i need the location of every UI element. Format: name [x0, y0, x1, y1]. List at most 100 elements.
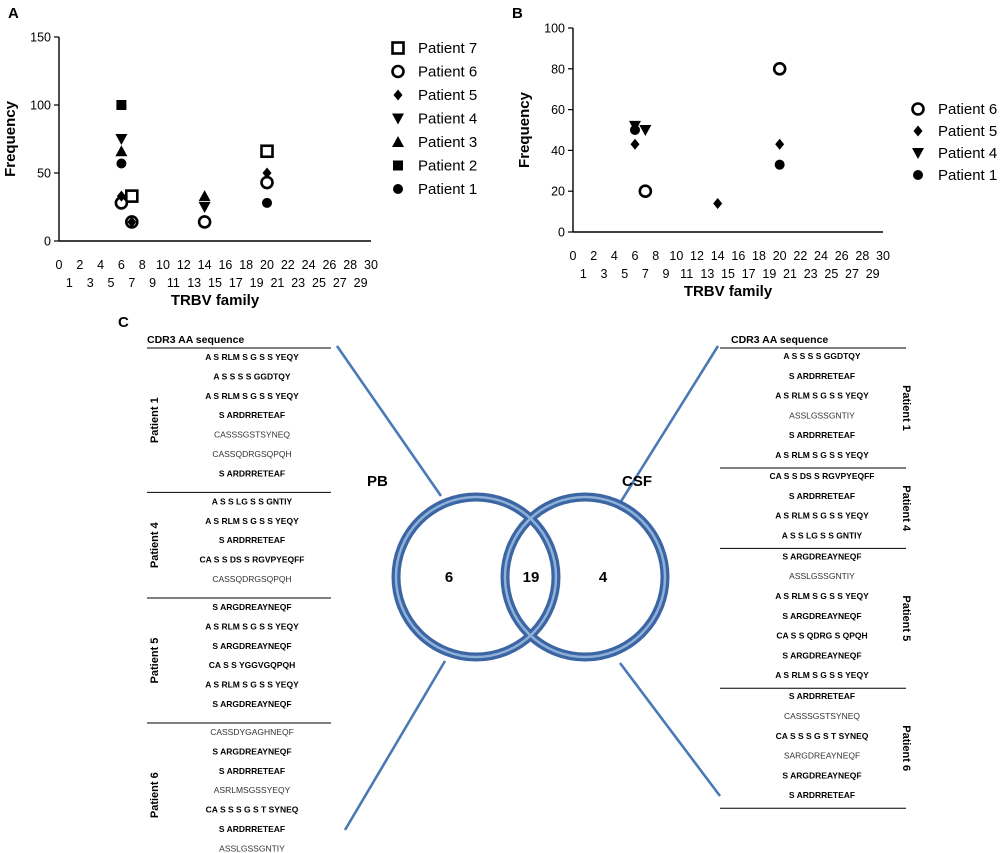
x-tick-label: 21 — [783, 267, 797, 281]
x-tick-label: 17 — [229, 276, 243, 290]
y-tick-label: 80 — [551, 62, 565, 76]
cdr3-sequence: S ARDRRETEAF — [219, 410, 285, 420]
x-tick-label: 7 — [128, 276, 135, 290]
legend-marker — [393, 184, 403, 194]
legend-marker — [392, 113, 404, 125]
x-tick-label: 26 — [322, 258, 336, 272]
x-tick-label: 9 — [663, 267, 670, 281]
data-point — [639, 125, 652, 136]
data-point — [630, 138, 640, 150]
y-axis-label: Frequency — [2, 100, 19, 177]
patient-label: Patient 5 — [900, 595, 912, 641]
data-point — [630, 125, 640, 135]
cdr3-sequence: S ARGDREAYNEQF — [782, 611, 861, 621]
patient-group: A S S LG S S GNTIY A S RLM S G S S YEQY S … — [149, 496, 305, 584]
x-tick-label: 11 — [167, 276, 180, 290]
data-point — [116, 190, 126, 202]
x-tick-label: 23 — [804, 267, 818, 281]
x-tick-label: 25 — [312, 276, 326, 290]
x-tick-label: 8 — [652, 249, 659, 263]
data-point — [127, 216, 137, 228]
cdr3-sequence: CASSQDRGSQPQH — [212, 449, 291, 459]
cdr3-sequence: A S RLM S G S S YEQY — [205, 680, 299, 690]
x-tick-label: 18 — [239, 258, 253, 272]
x-tick-label: 22 — [281, 258, 295, 272]
x-tick-label: 10 — [156, 258, 170, 272]
data-point — [638, 184, 653, 198]
x-tick-label: 20 — [773, 249, 787, 263]
patient-label: Patient 6 — [900, 725, 912, 771]
legend-marker — [391, 64, 405, 79]
cdr3-sequence: A S S LG S S GNTIY — [212, 496, 293, 506]
x-tick-label: 16 — [731, 249, 745, 263]
venn-count-csf-only: 4 — [599, 569, 608, 586]
data-point — [772, 62, 787, 76]
cdr3-sequence: SARGDREAYNEQF — [784, 751, 860, 761]
cdr3-sequence: S ARDRRETEAF — [219, 766, 285, 776]
cdr3-sequence: ASSLGSSGNTIY — [789, 410, 855, 420]
venn-label-pb: PB — [367, 473, 388, 490]
y-tick-label: 0 — [558, 226, 565, 240]
data-point — [125, 189, 139, 203]
cdr3-sequence: S ARDRRETEAF — [789, 430, 855, 440]
cdr3-sequence: S ARGDREAYNEQF — [212, 746, 291, 756]
connector-pb-top — [335, 345, 443, 497]
data-point — [260, 175, 274, 190]
cdr3-sequence: S ARDRRETEAF — [789, 371, 855, 381]
x-tick-label: 27 — [333, 276, 347, 290]
x-tick-label: 2 — [76, 258, 83, 272]
cdr3-sequence: A S RLM S G S S YEQY — [775, 670, 869, 680]
data-point — [197, 215, 212, 229]
table-header: CDR3 AA sequence — [731, 334, 828, 346]
x-tick-label: 0 — [570, 249, 577, 263]
patient-label: Patient 4 — [149, 521, 161, 568]
x-tick-label: 6 — [118, 258, 125, 272]
data-point — [262, 197, 272, 208]
cdr3-sequence: A S RLM S G S S YEQY — [775, 450, 869, 460]
x-tick-label: 20 — [260, 258, 274, 272]
data-point — [115, 134, 128, 145]
legend-marker — [912, 148, 924, 159]
x-tick-label: 13 — [700, 267, 714, 281]
cdr3-sequence: S ARGDREAYNEQF — [782, 770, 861, 780]
cdr3-sequence: CASSSGSTSYNEQ — [784, 711, 860, 721]
venn-count-pb-only: 6 — [445, 569, 453, 586]
legend-marker — [393, 89, 403, 101]
data-point — [260, 144, 274, 159]
x-axis-label: TRBV family — [684, 283, 773, 300]
cdr3-sequence: A S RLM S G S S YEQY — [775, 591, 869, 601]
cdr3-sequence: A S RLM S G S S YEQY — [205, 516, 299, 526]
legend-label: Patient 2 — [418, 158, 477, 175]
cdr3-sequence: CA S S QDRG S QPQH — [776, 631, 867, 641]
data-point — [115, 145, 128, 157]
x-tick-label: 6 — [632, 249, 639, 263]
panel-label-a: A — [8, 5, 19, 22]
cdr3-sequence: A S RLM S G S S YEQY — [205, 621, 299, 631]
y-tick-label: 0 — [44, 235, 51, 249]
data-point — [713, 197, 723, 209]
x-axis-label: TRBV family — [171, 292, 260, 309]
y-tick-label: 150 — [30, 31, 51, 45]
cdr3-sequence: S ARDRRETEAF — [219, 535, 285, 545]
x-tick-label: 19 — [250, 276, 264, 290]
legend-label: Patient 5 — [938, 123, 997, 140]
data-point — [116, 100, 127, 110]
x-tick-label: 17 — [742, 267, 756, 281]
x-tick-label: 3 — [601, 267, 608, 281]
panel-label-b: B — [512, 5, 523, 22]
legend-label: Patient 5 — [418, 87, 477, 104]
legend-label: Patient 7 — [418, 40, 477, 57]
x-tick-label: 13 — [187, 276, 201, 290]
x-tick-label: 30 — [364, 258, 378, 272]
x-tick-label: 7 — [642, 267, 649, 281]
legend-label: Patient 3 — [418, 134, 477, 151]
cdr3-sequence: A S S S S GGDTQY — [213, 371, 290, 381]
x-tick-label: 16 — [218, 258, 232, 272]
cdr3-sequence: S ARGDREAYNEQF — [782, 551, 861, 561]
